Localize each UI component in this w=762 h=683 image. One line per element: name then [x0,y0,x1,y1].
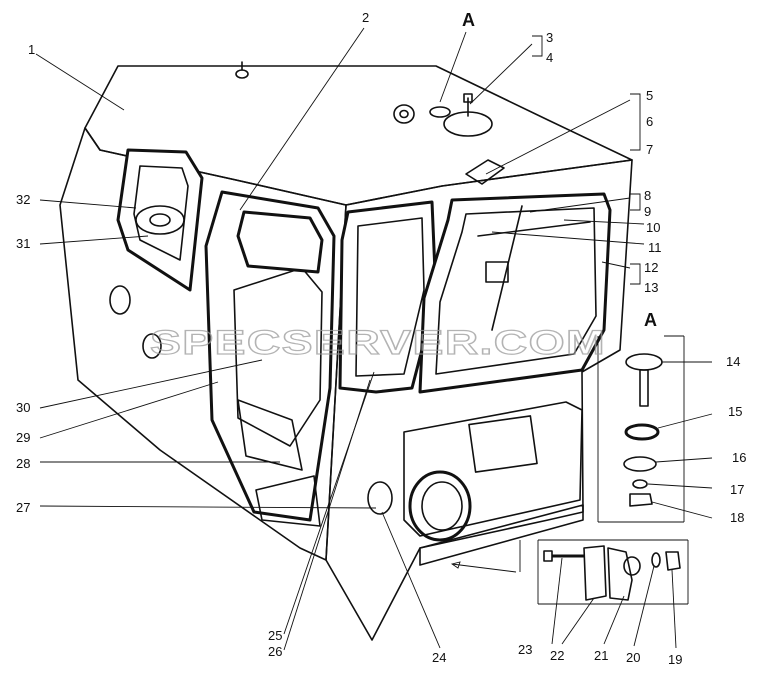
headlight [408,470,472,542]
left-door-opening [204,190,336,527]
roof-vent [465,159,505,185]
cab-fender-plate [419,504,584,566]
part-15-washer [624,423,660,441]
callout-2: 2 [362,10,369,25]
wiper-arm [491,205,523,331]
callout-12: 12 [644,260,658,275]
callout-27: 27 [16,500,30,515]
callout-25: 25 [268,628,282,643]
callout-labels: 1 2 3 4 5 6 7 8 9 10 11 12 13 14 15 16 1… [16,10,746,667]
part-16-pad [623,456,657,472]
part-18-nut [629,493,653,507]
callout-11: 11 [648,240,662,255]
floor-mat [255,475,321,527]
part-20-washer [651,552,661,568]
detail-view-box [597,335,685,523]
part-14-bolt-head [625,353,663,371]
callout-28: 28 [16,456,30,471]
front-panel [403,401,583,542]
callout-3: 3 [546,30,553,45]
callout-16: 16 [732,450,746,465]
roof-hardware [235,61,505,185]
callout-14: 14 [726,354,740,369]
rear-window [116,148,204,292]
callout-31: 31 [16,236,30,251]
callout-26: 26 [268,644,282,659]
windshield [418,192,612,394]
part-17-washer [632,479,648,489]
callout-15: 15 [728,404,742,419]
callout-30: 30 [16,400,30,415]
leader-lines [35,27,713,651]
callout-18: 18 [730,510,744,525]
callout-5: 5 [646,88,653,103]
side-door [338,200,438,394]
callout-13: 13 [644,280,658,295]
callout-8: 8 [644,188,651,203]
part-21-hinge [607,547,633,601]
side-fixtures [109,285,393,515]
door-window-frame [236,210,324,274]
part-22-plate [583,545,607,601]
callout-32: 32 [16,192,30,207]
callout-22: 22 [550,648,564,663]
callout-1: 1 [28,42,35,57]
callout-29: 29 [16,430,30,445]
callout-21: 21 [594,648,608,663]
callout-10: 10 [646,220,660,235]
callout-23: 23 [518,642,532,657]
watermark: SPECSERVER.COM [150,324,606,362]
bracket-box [450,539,689,605]
callout-17: 17 [730,482,744,497]
view-label-main: A [462,10,475,30]
callout-9: 9 [644,204,651,219]
rear-window-fan [135,205,185,235]
callout-4: 4 [546,50,553,65]
lifting-eye [393,104,415,124]
view-label-detail: A [644,310,657,330]
callout-19: 19 [668,652,682,667]
step-lamp [367,481,393,515]
callout-6: 6 [646,114,653,129]
callout-24: 24 [432,650,446,665]
callout-20: 20 [626,650,640,665]
part-19-nut [665,551,681,571]
front-grille [468,415,538,473]
callout-7: 7 [646,142,653,157]
